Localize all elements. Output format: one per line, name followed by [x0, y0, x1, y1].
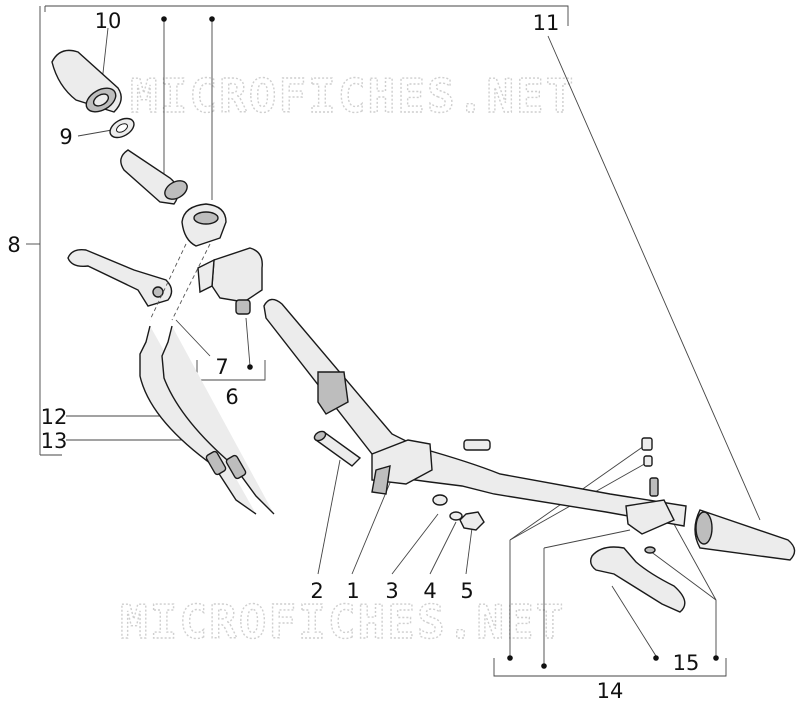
- callout-3: 3: [385, 579, 398, 603]
- callout-4: 4: [423, 579, 436, 603]
- master-cylinder-part: [197, 247, 263, 315]
- throttle-housing-part: [181, 203, 227, 247]
- callout-2: 2: [310, 579, 323, 603]
- ring-part: [109, 117, 135, 139]
- callout-6: 6: [225, 385, 238, 409]
- bolt-part: [313, 430, 362, 467]
- callout-13: 13: [41, 429, 68, 453]
- leader-lines: [66, 20, 761, 664]
- callout-5: 5: [460, 579, 473, 603]
- bracket-8: [26, 5, 569, 456]
- cable-13-part: [161, 325, 275, 515]
- right-lever-assembly-part: [589, 437, 686, 613]
- nut-part: [459, 511, 485, 531]
- callout-11: 11: [533, 11, 560, 35]
- callout-1: 1: [346, 579, 359, 603]
- callout-15: 15: [673, 651, 700, 675]
- watermark-top: MICROFICHES.NET: [130, 69, 575, 123]
- callout-8: 8: [7, 233, 20, 257]
- left-lever-part: [67, 248, 173, 307]
- throttle-tube-part: [120, 149, 188, 205]
- leader-dots: [161, 16, 719, 669]
- callout-9: 9: [59, 125, 72, 149]
- left-grip-part: [51, 49, 122, 113]
- right-grip-part: [694, 509, 796, 561]
- washer-part: [432, 494, 448, 506]
- spring-washer-part: [449, 511, 463, 521]
- watermark-bottom: MICROFICHES.NET: [120, 595, 565, 649]
- handlebar-tube-part: [263, 298, 687, 527]
- callouts: 10 9 8 11 7 6 12 13 2 1 3 4 5 15 14: [7, 9, 699, 703]
- bracket-14: [493, 658, 727, 677]
- clamp-part: [371, 439, 433, 495]
- callout-10: 10: [95, 9, 122, 33]
- callout-14: 14: [597, 679, 624, 703]
- bracket-6: [196, 360, 266, 381]
- callout-12: 12: [41, 405, 68, 429]
- callout-7: 7: [215, 355, 228, 379]
